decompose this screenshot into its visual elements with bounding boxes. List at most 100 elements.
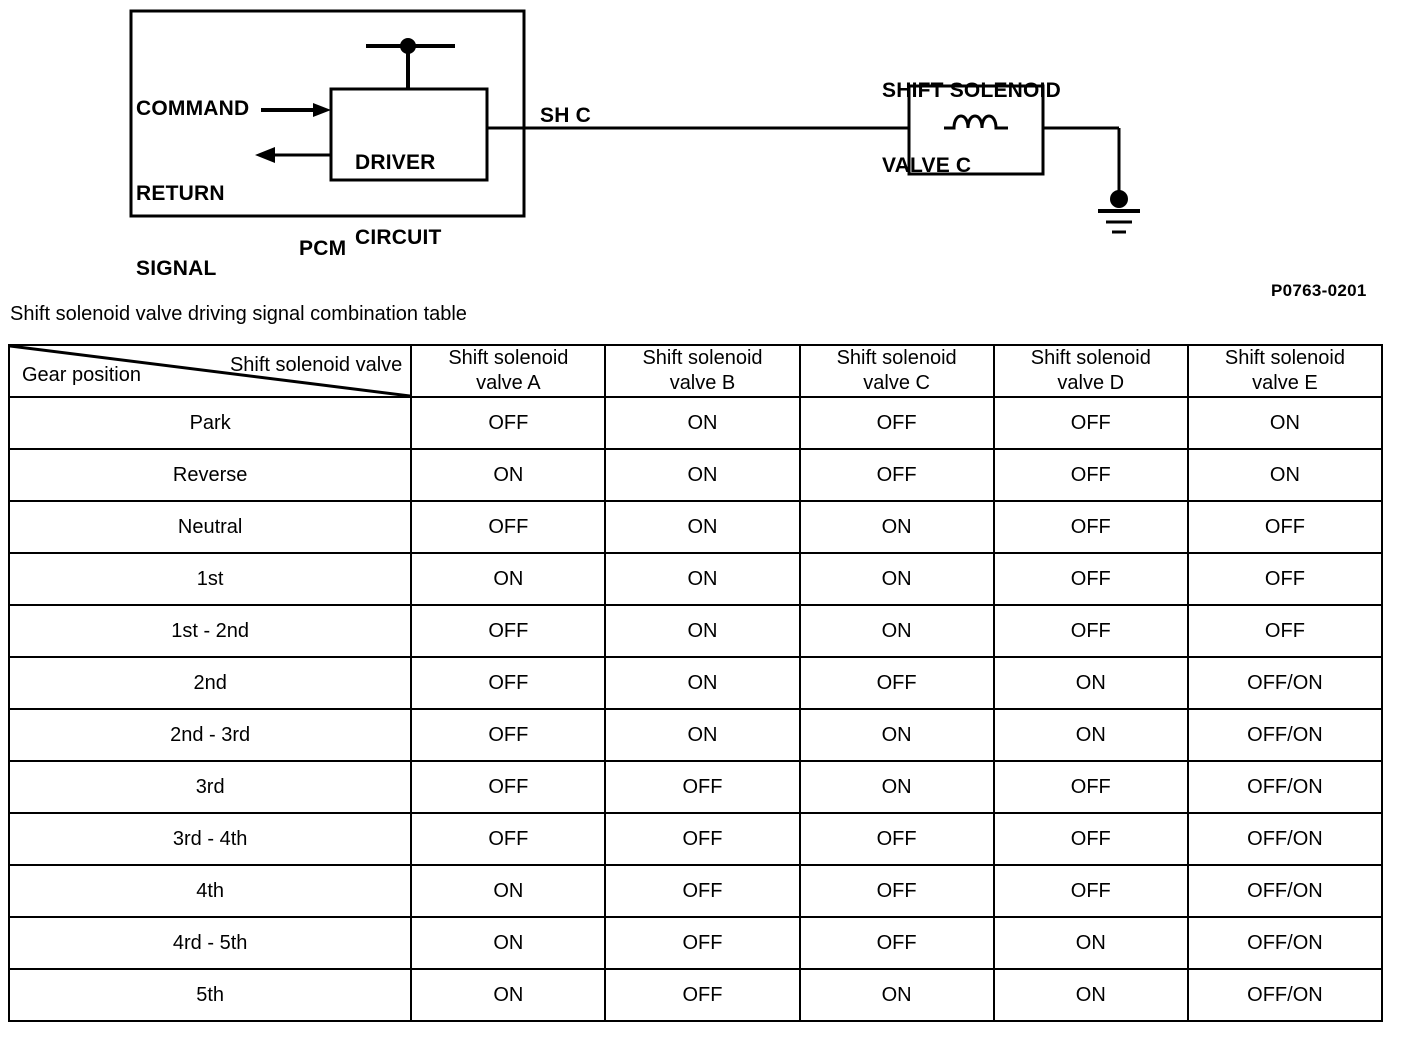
solenoid-state-cell: ON	[410, 552, 607, 606]
gear-position-cell: 4rd - 5th	[7, 916, 413, 970]
solenoid-state-cell: OFF	[798, 656, 995, 710]
solenoid-state-cell: OFF/ON	[1186, 812, 1384, 866]
driver-circuit-label: DRIVER CIRCUIT	[355, 100, 442, 300]
shift-solenoid-valve-c-label-line2: VALVE C	[882, 154, 972, 177]
gear-position-cell: 2nd - 3rd	[7, 708, 413, 762]
gear-position-cell: 3rd	[7, 760, 413, 814]
pcm-enclosure-box	[129, 9, 526, 218]
gear-position-cell: 4th	[7, 864, 413, 918]
solenoid-state-cell: OFF	[992, 448, 1189, 502]
solenoid-state-cell: OFF/ON	[1186, 708, 1384, 762]
gear-position-cell: 3rd - 4th	[7, 812, 413, 866]
solenoid-state-cell: ON	[992, 916, 1189, 970]
solenoid-state-cell: OFF	[604, 968, 801, 1022]
gear-position-cell: Reverse	[7, 448, 413, 502]
solenoid-state-cell: ON	[798, 552, 995, 606]
solenoid-state-cell: OFF	[992, 552, 1189, 606]
command-label: COMMAND	[136, 97, 250, 120]
solenoid-state-cell: OFF/ON	[1186, 864, 1384, 918]
column-header-line2: valve B	[669, 372, 736, 394]
gear-position-cell: Park	[7, 396, 413, 450]
solenoid-state-cell: OFF	[604, 760, 801, 814]
solenoid-state-cell: OFF	[798, 916, 995, 970]
driver-circuit-label-line1: DRIVER	[355, 151, 436, 174]
corner-row-label: Gear position	[22, 364, 141, 386]
solenoid-state-cell: OFF	[992, 864, 1189, 918]
solenoid-state-cell: OFF	[1186, 500, 1384, 554]
solenoid-state-cell: ON	[992, 968, 1189, 1022]
solenoid-state-cell: ON	[604, 656, 801, 710]
solenoid-state-cell: ON	[604, 552, 801, 606]
column-header-line1: Shift solenoid	[1030, 347, 1151, 369]
return-signal-label: RETURN SIGNAL	[136, 131, 225, 331]
solenoid-state-cell: OFF	[992, 500, 1189, 554]
gear-position-cell: 2nd	[7, 656, 413, 710]
solenoid-state-cell: ON	[798, 708, 995, 762]
table-caption: Shift solenoid valve driving signal comb…	[10, 303, 467, 325]
column-header-valve-a: Shift solenoid valve A	[410, 344, 607, 398]
shift-solenoid-valve-c-label-line1: SHIFT SOLENOID	[882, 79, 1061, 102]
solenoid-state-cell: OFF/ON	[1186, 968, 1384, 1022]
solenoid-state-cell: OFF	[1186, 604, 1384, 658]
solenoid-state-cell: ON	[410, 864, 607, 918]
reference-code: P0763-0201	[1271, 281, 1367, 300]
return-signal-arrow-head	[255, 147, 275, 163]
solenoid-state-cell: ON	[410, 916, 607, 970]
shift-solenoid-valve-c-box	[907, 84, 1045, 176]
solenoid-state-cell: ON	[992, 656, 1189, 710]
column-header-line1: Shift solenoid	[836, 347, 957, 369]
circuit-schematic-svg	[129, 9, 1140, 234]
column-header-line2: valve D	[1057, 372, 1125, 394]
solenoid-state-cell: ON	[798, 604, 995, 658]
solenoid-state-cell: ON	[992, 708, 1189, 762]
command-arrow-head	[313, 103, 331, 117]
gear-position-cell: Neutral	[7, 500, 413, 554]
solenoid-state-cell: OFF	[1186, 552, 1384, 606]
solenoid-state-cell: OFF	[604, 916, 801, 970]
solenoid-state-cell: OFF	[992, 396, 1189, 450]
solenoid-state-cell: OFF	[798, 812, 995, 866]
solenoid-state-cell: ON	[604, 500, 801, 554]
solenoid-state-cell: OFF	[410, 760, 607, 814]
solenoid-state-cell: OFF	[992, 812, 1189, 866]
solenoid-state-cell: ON	[604, 396, 801, 450]
pcm-label: PCM	[299, 237, 347, 260]
solenoid-state-cell: ON	[798, 760, 995, 814]
solenoid-state-cell: OFF	[798, 396, 995, 450]
column-header-line2: valve A	[476, 372, 541, 394]
return-signal-label-line2: SIGNAL	[136, 257, 217, 280]
gear-position-cell: 1st - 2nd	[7, 604, 413, 658]
solenoid-state-cell: ON	[604, 448, 801, 502]
solenoid-state-cell: OFF	[992, 604, 1189, 658]
column-header-line1: Shift solenoid	[642, 347, 763, 369]
solenoid-state-cell: OFF	[410, 656, 607, 710]
solenoid-state-cell: OFF/ON	[1186, 656, 1384, 710]
solenoid-state-cell: OFF	[604, 812, 801, 866]
solenoid-state-cell: ON	[1186, 448, 1384, 502]
solenoid-state-cell: OFF	[410, 708, 607, 762]
gear-position-cell: 1st	[7, 552, 413, 606]
solenoid-state-cell: OFF	[410, 604, 607, 658]
solenoid-state-cell: OFF	[798, 864, 995, 918]
column-header-line1: Shift solenoid	[448, 347, 569, 369]
sh-c-wire-label: SH C	[540, 104, 591, 127]
gear-position-cell: 5th	[7, 968, 413, 1022]
corner-diagonal-divider	[10, 346, 410, 396]
column-header-line1: Shift solenoid	[1224, 347, 1345, 369]
ground-junction-dot	[1110, 190, 1128, 208]
solenoid-state-cell: OFF	[410, 500, 607, 554]
solenoid-state-cell: OFF	[410, 812, 607, 866]
solenoid-state-cell: ON	[798, 500, 995, 554]
